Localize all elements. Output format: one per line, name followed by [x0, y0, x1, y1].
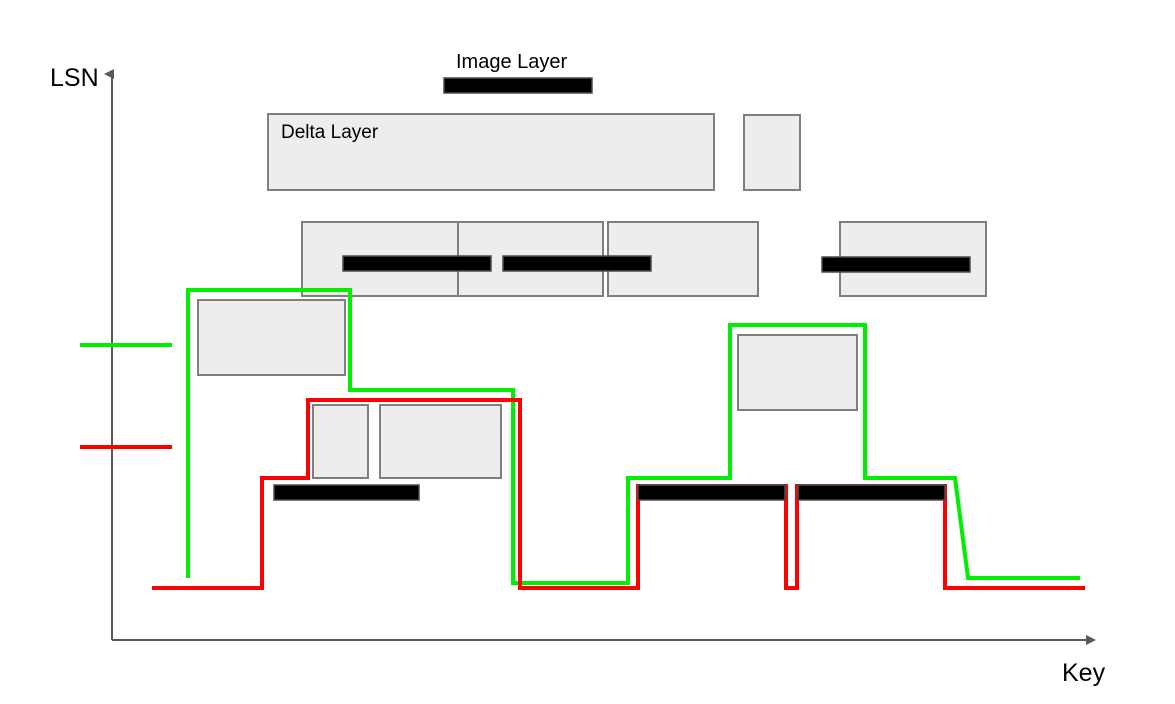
axes-group	[104, 69, 1096, 645]
y-axis-label: LSN	[50, 64, 99, 92]
image-layer-label: Image Layer	[456, 51, 568, 73]
row3-bar-3[interactable]	[821, 256, 971, 273]
image-layer-bar[interactable]	[443, 77, 593, 94]
row5-bar-3[interactable]	[797, 484, 946, 501]
delta-layer-box-right[interactable]	[743, 114, 801, 191]
layer-boxes-group	[197, 113, 987, 479]
row5-box-wide[interactable]	[379, 404, 502, 479]
row5-bar-1[interactable]	[273, 484, 420, 501]
row3-bar-2[interactable]	[502, 255, 652, 272]
row3-bar-1[interactable]	[342, 255, 492, 272]
lsn-ticks-group	[80, 343, 172, 449]
row4-box-left[interactable]	[197, 299, 346, 376]
delta-layer-label: Delta Layer	[281, 122, 379, 143]
x-axis-label: Key	[1062, 659, 1106, 687]
image-bars-group	[273, 77, 971, 501]
row4-box-right[interactable]	[737, 334, 858, 411]
row5-box-small[interactable]	[312, 404, 369, 479]
green-step-line[interactable]	[186, 288, 1080, 585]
delta-layer-box[interactable]	[267, 113, 715, 191]
row5-bar-2[interactable]	[637, 484, 786, 501]
